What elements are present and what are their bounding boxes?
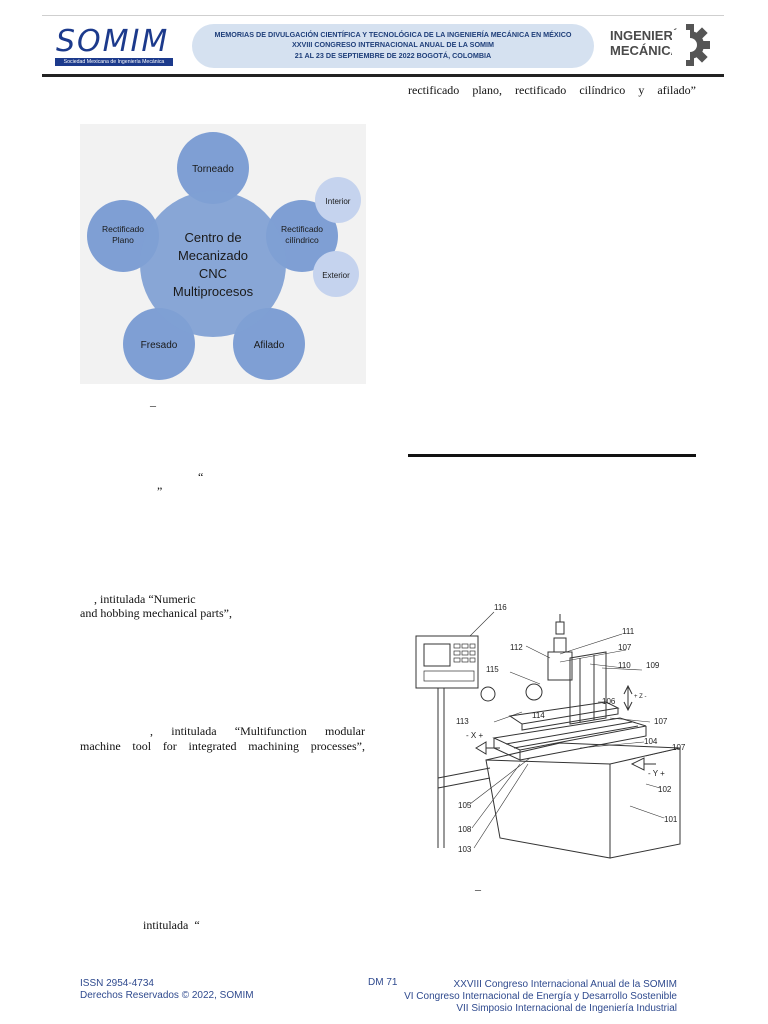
label-107c: 107	[672, 743, 686, 752]
label-rectificado-cilindrico-1: Rectificado	[281, 224, 323, 234]
node-torneado	[177, 132, 249, 204]
label-110: 110	[618, 661, 631, 670]
figure-caption-dash: –	[475, 882, 481, 896]
ingenieria-mecanica-logo: INGENIERÍA MECÁNICA	[610, 28, 686, 58]
label-106: 106	[602, 697, 616, 706]
banner-line-2: XXVIII CONGRESO INTERNACIONAL ANUAL DE L…	[291, 40, 495, 50]
control-screen	[423, 643, 451, 667]
footer-congress-line-3: VII Simposio Internacional de Ingeniería…	[456, 1003, 677, 1014]
label-exterior: Exterior	[322, 271, 350, 280]
machine-tool-figure: 116 111 107 112 110 109 115 106 113 114 …	[415, 603, 686, 859]
label-114: 114	[532, 711, 545, 720]
machining-processes-diagram: Torneado Rectificado Plano Rectificado c…	[80, 124, 366, 384]
label-centro-3: CNC	[199, 266, 227, 281]
para1-line1: , intitulada “Numeric	[94, 592, 196, 606]
quote-open: “	[198, 470, 204, 484]
axis-x-label: - X +	[466, 731, 483, 740]
label-centro-2: Mecanizado	[178, 248, 248, 263]
label-torneado: Torneado	[192, 164, 234, 175]
control-panel	[415, 635, 479, 689]
label-interior: Interior	[326, 197, 351, 206]
label-108: 108	[458, 825, 472, 834]
axis-y-label: - Y +	[648, 769, 665, 778]
label-102: 102	[658, 785, 672, 794]
label-afilado: Afilado	[254, 340, 285, 351]
para2-line1: , intitulada “Multifunction modular	[150, 724, 365, 738]
label-112: 112	[510, 643, 523, 652]
label-115: 115	[486, 665, 499, 674]
footer-congress-line-2: VI Congreso Internacional de Energía y D…	[404, 991, 677, 1002]
banner-line-3: 21 AL 23 DE SEPTIEMBRE DE 2022 BOGOTÁ, C…	[294, 50, 492, 60]
label-rectificado-cilindrico-2: cilíndrico	[285, 235, 319, 245]
somim-logo: SOMIM	[56, 24, 170, 59]
header-bottom-rule	[42, 74, 724, 77]
logo-line-2: MECÁNICA	[610, 43, 681, 58]
label-103: 103	[458, 845, 472, 854]
label-109: 109	[646, 661, 660, 670]
logo-line-1: INGENIERÍA	[610, 28, 686, 43]
conference-banner: MEMORIAS DE DIVULGACIÓN CIENTÍFICA Y TEC…	[192, 24, 594, 68]
label-101: 101	[664, 815, 678, 824]
label-105: 105	[458, 801, 472, 810]
node-centro	[140, 191, 286, 337]
header-top-rule	[42, 15, 724, 16]
label-113: 113	[456, 717, 469, 726]
gear-icon	[672, 24, 710, 66]
label-rectificado-plano-1: Rectificado	[102, 224, 144, 234]
right-column-line: rectificado plano, rectificado cilíndric…	[408, 83, 696, 97]
label-centro-1: Centro de	[184, 230, 241, 245]
diagram-caption-dash: –	[150, 398, 156, 412]
label-111: 111	[622, 627, 635, 636]
footer-rights: Derechos Reservados © 2022, SOMIM	[80, 990, 254, 1001]
axis-z-label: + Z -	[634, 694, 647, 700]
footer-issn: ISSN 2954-4734	[80, 978, 154, 989]
table-rule	[408, 454, 696, 457]
footer-congress-line-1: XXVIII Congreso Internacional Anual de l…	[453, 979, 677, 990]
footer-page-number: DM 71	[368, 977, 398, 988]
para2-line2: machine tool for integrated machining pr…	[80, 739, 365, 753]
label-rectificado-plano-2: Plano	[112, 235, 134, 245]
banner-line-1: MEMORIAS DE DIVULGACIÓN CIENTÍFICA Y TEC…	[214, 30, 572, 39]
para1-line2: and hobbing mechanical parts”,	[80, 606, 232, 620]
label-116: 116	[494, 603, 507, 612]
label-104: 104	[644, 737, 658, 746]
node-exterior	[313, 251, 359, 297]
label-fresado: Fresado	[141, 340, 178, 351]
somim-tagline: Sociedad Mexicana de Ingeniería Mecánica	[55, 58, 173, 66]
label-centro-4: Multiprocesos	[173, 284, 254, 299]
para3: intitulada “	[143, 918, 200, 932]
quote-close: ”	[157, 484, 163, 498]
node-interior	[315, 177, 361, 223]
label-107a: 107	[618, 643, 632, 652]
footer-congress: XXVIII Congreso Internacional Anual de l…	[360, 979, 677, 1015]
label-107b: 107	[654, 717, 668, 726]
